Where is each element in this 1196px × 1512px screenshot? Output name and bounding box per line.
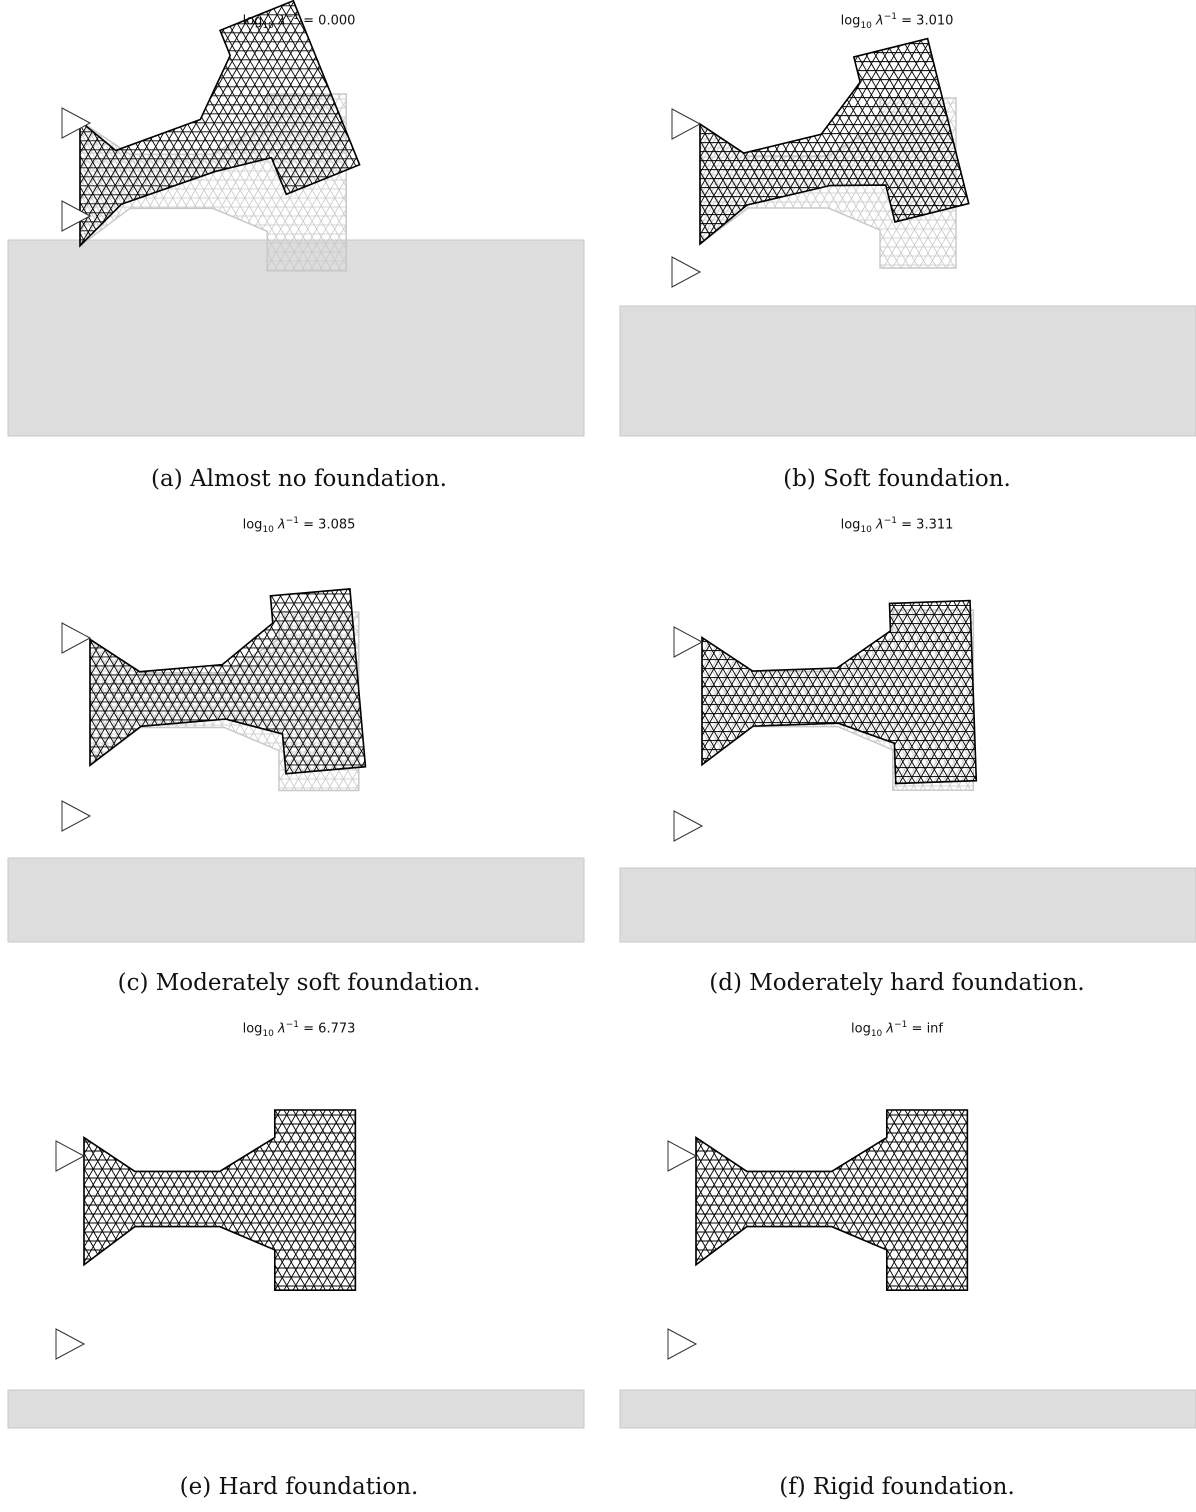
title-value: 3.085 — [318, 517, 356, 533]
title-exponent: −1 — [883, 12, 897, 22]
support-triangle — [671, 256, 702, 288]
support-triangle — [61, 800, 92, 832]
title-log: log — [242, 1021, 263, 1037]
panel-c: log10 λ−1 = 3.085 (c) Moderately soft fou… — [0, 504, 598, 1008]
undeformed-mesh-5 — [696, 1110, 968, 1291]
title-value: 3.010 — [916, 13, 954, 29]
panel-caption: (f) Rigid foundation. — [779, 1474, 1015, 1500]
title-value: 6.773 — [318, 1021, 356, 1037]
support-triangle — [667, 1140, 698, 1172]
title-lambda: λ — [871, 517, 884, 533]
deformed-mesh-2 — [90, 588, 366, 774]
panel-b: log10 λ−1 = 3.010 (b) Soft foundation. — [598, 0, 1196, 504]
title-exponent: −1 — [285, 1020, 299, 1030]
panel-e: log10 λ−1 = 6.773 (e) Hard foundation. — [0, 1008, 598, 1512]
deformed-mesh-2-outline — [89, 588, 367, 775]
deformed-mesh-4-outline — [83, 1109, 357, 1292]
title-base: 10 — [262, 524, 274, 535]
support-triangle — [673, 810, 704, 842]
title-value: inf — [926, 1021, 943, 1037]
title-base: 10 — [860, 20, 872, 31]
title-lambda: λ — [882, 1021, 895, 1037]
panel-f: log10 λ−1 = inf (f) Rigid foundation. — [598, 1008, 1196, 1512]
undeformed-mesh-0-outline — [79, 93, 347, 272]
support-triangle — [673, 626, 704, 658]
panel-caption: (c) Moderately soft foundation. — [117, 970, 481, 996]
deformed-mesh-1-outline — [699, 37, 970, 246]
title-value: 3.311 — [916, 517, 954, 533]
support-triangle — [55, 1140, 86, 1172]
title-value: 0.000 — [318, 13, 356, 29]
foundation — [619, 1389, 1196, 1429]
panel-d: log10 λ−1 = 3.311 (d) Moderately hard fou… — [598, 504, 1196, 1008]
title-equals: = — [299, 517, 319, 533]
panel-title: log10 λ−1 = 6.773 — [0, 1020, 598, 1040]
title-log: log — [840, 13, 861, 29]
deformed-mesh-5 — [696, 1110, 968, 1291]
title-exponent: −1 — [285, 12, 299, 22]
title-equals: = — [897, 13, 917, 29]
title-equals: = — [907, 1021, 927, 1037]
title-exponent: −1 — [285, 516, 299, 526]
title-equals: = — [299, 1021, 319, 1037]
panel-title: log10 λ−1 = 3.010 — [598, 12, 1196, 32]
panel-caption: (a) Almost no foundation. — [151, 466, 447, 492]
support-triangle — [671, 108, 702, 140]
panel-title: log10 λ−1 = 3.311 — [598, 516, 1196, 536]
title-exponent: −1 — [894, 1020, 908, 1030]
foundation — [7, 857, 585, 943]
support-triangle — [61, 107, 92, 139]
panel-caption: (e) Hard foundation. — [179, 1474, 419, 1500]
support-triangle — [61, 200, 92, 232]
title-equals: = — [897, 517, 917, 533]
title-lambda: λ — [273, 13, 286, 29]
title-lambda: λ — [273, 1021, 286, 1037]
deformed-mesh-3-outline — [701, 599, 978, 785]
foundation — [619, 867, 1196, 943]
title-base: 10 — [262, 1028, 274, 1039]
title-lambda: λ — [273, 517, 286, 533]
title-base: 10 — [860, 524, 872, 535]
support-triangle — [55, 1328, 86, 1360]
title-base: 10 — [262, 20, 274, 31]
support-triangle — [61, 622, 92, 654]
title-log: log — [851, 1021, 871, 1037]
deformed-mesh-5-outline — [695, 1109, 969, 1292]
panel-title: log10 λ−1 = 3.085 — [0, 516, 598, 536]
foundation — [7, 1389, 585, 1429]
panel-title: log10 λ−1 = inf — [598, 1020, 1196, 1040]
foundation — [7, 239, 585, 437]
panel-caption: (d) Moderately hard foundation. — [709, 970, 1085, 996]
deformed-mesh-4 — [84, 1110, 356, 1291]
panel-a: log10 λ−1 = 0.000(a) Almost no foundatio… — [0, 0, 598, 504]
deformed-mesh-0-outline — [79, 0, 361, 248]
title-lambda: λ — [871, 13, 884, 29]
title-equals: = — [299, 13, 319, 29]
title-base: 10 — [870, 1028, 883, 1039]
deformed-mesh-3 — [702, 600, 977, 784]
undeformed-mesh-1-outline — [699, 97, 957, 269]
title-log: log — [840, 517, 861, 533]
undeformed-mesh-3 — [702, 610, 974, 791]
title-exponent: −1 — [883, 516, 897, 526]
undeformed-mesh-4 — [84, 1110, 356, 1291]
foundation — [619, 305, 1196, 437]
panel-caption: (b) Soft foundation. — [783, 466, 1011, 492]
support-triangle — [667, 1328, 698, 1360]
title-log: log — [242, 517, 263, 533]
